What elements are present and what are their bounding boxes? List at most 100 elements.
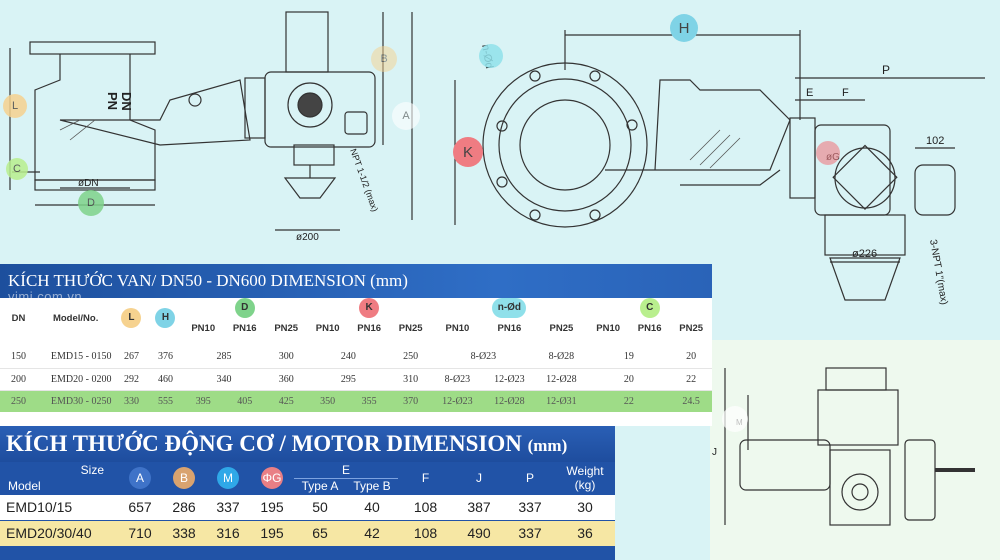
actuator-gear-left (293, 144, 335, 166)
motor-subheader-row: Model Type A Type B (0, 478, 615, 494)
motor-table-grid: Size A B M ΦG E F J P Weight (kg) Model … (0, 462, 615, 546)
label-npt-large: 3-NPT 1"(max) (927, 239, 949, 306)
sub-pn10: PN10 (596, 322, 621, 334)
cell-g: 195 (250, 493, 294, 520)
cell-d-pn16: 405 (223, 390, 266, 412)
cell-nod-pn10: 12-Ø23 (431, 390, 484, 412)
cell-nod-pn10: 8-Ø23 (431, 368, 484, 391)
header-b: B (173, 466, 195, 489)
sub-pn25: PN25 (679, 322, 704, 334)
header-h: H (155, 308, 176, 328)
header-d: D (234, 298, 255, 318)
sub-pn25: PN25 (274, 322, 299, 334)
motor-top (825, 367, 887, 391)
cell-nod-pn25: 12-Ø28 (535, 368, 588, 391)
cell-c: 19 (587, 346, 671, 369)
label-dia-200: ø200 (296, 232, 319, 243)
handwheel-left (283, 177, 337, 199)
cell-p: 337 (505, 493, 555, 520)
valve-bolt (188, 93, 202, 107)
cell-l: 292 (114, 368, 149, 391)
hatch-3 (709, 137, 741, 169)
label-dia-226: ø226 (852, 248, 877, 260)
hatch-2 (699, 134, 731, 166)
badge-nod-icon (479, 44, 503, 68)
header-j: J (476, 470, 482, 485)
flange-hole-6 (529, 70, 541, 82)
header-nod: n-Ød (492, 298, 527, 318)
cell-a: 657 (118, 493, 162, 520)
badge-h-icon: H (670, 14, 698, 42)
valve-dimension-table: KÍCH THƯỚC VAN/ DN50 - DN600 DIMENSION (… (0, 264, 712, 426)
cell-c: 22 (587, 390, 671, 412)
header-e: E (294, 462, 398, 479)
cell-nod: 8-Ø23 (431, 346, 536, 369)
actuator-top-cover-left (285, 11, 329, 73)
label-dn: DN (119, 92, 134, 111)
valve-body-outline (34, 54, 156, 181)
actuator-body-right (814, 124, 891, 216)
motor-header-row: Size A B M ΦG E F J P Weight (kg) (0, 462, 615, 492)
flange-hole-1 (496, 120, 508, 132)
label-102: 102 (926, 135, 944, 147)
cell-c-pn25: 20 (670, 346, 712, 369)
badge-c-icon: C (6, 158, 28, 180)
cell-h: 555 (148, 390, 183, 412)
cell-m: 316 (206, 519, 250, 546)
header-size: Size (80, 463, 104, 477)
flange-hole-2 (496, 176, 508, 188)
badge-b-icon: B (371, 46, 397, 72)
header-model: Model (8, 478, 41, 493)
cell-weight: 30 (555, 493, 615, 520)
motor-flange-body (829, 449, 891, 526)
sub-pn16: PN16 (637, 322, 662, 334)
cell-p: 337 (505, 519, 555, 546)
cell-d-pn25: 300 (265, 346, 307, 369)
cell-k-pn16: 355 (348, 390, 390, 412)
cell-c: 20 (587, 368, 671, 391)
watermark: vimi.com.vn (8, 289, 83, 304)
cell-j: 490 (453, 519, 505, 546)
table-row: 150 EMD15 - 0150 267 376 285 300 240 250… (0, 346, 712, 369)
valve-front-neck (605, 79, 791, 171)
actuator-flange-right (789, 117, 816, 199)
cell-a: 710 (118, 519, 162, 546)
motor-dimension-table: KÍCH THƯỚC ĐỘNG CƠ / MOTOR DIMENSION (mm… (0, 426, 615, 560)
handwheel-right (829, 257, 901, 301)
badge-l-icon: L (3, 94, 27, 118)
cell-model: EMD20 - 0200 (36, 368, 115, 391)
label-f: F (842, 87, 849, 99)
badge-d-icon: D (78, 190, 104, 216)
motor-title-text: KÍCH THƯỚC ĐỘNG CƠ / MOTOR DIMENSION (6, 431, 522, 456)
cell-nod-pn16: 12-Ø28 (483, 390, 536, 412)
cell-k-pn25: 370 (389, 390, 432, 412)
cell-dn: 150 (0, 346, 37, 369)
motor-title-unit: (mm) (527, 436, 568, 455)
cell-b: 338 (162, 519, 206, 546)
sub-pn16: PN16 (357, 322, 382, 334)
valve-front-bore-outer (498, 78, 632, 212)
badge-m-icon (722, 406, 748, 432)
sub-pn10: PN10 (191, 322, 216, 334)
header-a: A (129, 466, 151, 489)
header-f: F (421, 470, 430, 485)
cell-l: 330 (114, 390, 149, 412)
label-p: P (882, 63, 890, 77)
motor-body (817, 389, 899, 446)
cell-c-pn25: 22 (670, 368, 712, 391)
cell-nod-pn25: 12-Ø31 (535, 390, 588, 412)
hatch-1 (689, 129, 721, 161)
flange-hole-7 (589, 70, 601, 82)
cell-nod-pn16: 12-Ø23 (483, 368, 536, 391)
cell-model: EMD20/30/40 (0, 519, 118, 546)
table-row: 200 EMD20 - 0200 292 460 340 360 295 310… (0, 368, 712, 391)
sub-pn16: PN16 (232, 322, 257, 334)
table-row: EMD10/15 657 286 337 195 50 40 108 387 3… (0, 493, 615, 520)
flange-hole-5 (626, 119, 638, 131)
cell-dn: 200 (0, 368, 37, 391)
cell-weight: 36 (555, 519, 615, 546)
sub-pn25: PN25 (398, 322, 423, 334)
valve-header-row: DN Model/No. L H D K n-Ød C (0, 298, 712, 328)
actuator-dial-center-left (297, 92, 323, 118)
valve-front-bore (519, 99, 611, 191)
